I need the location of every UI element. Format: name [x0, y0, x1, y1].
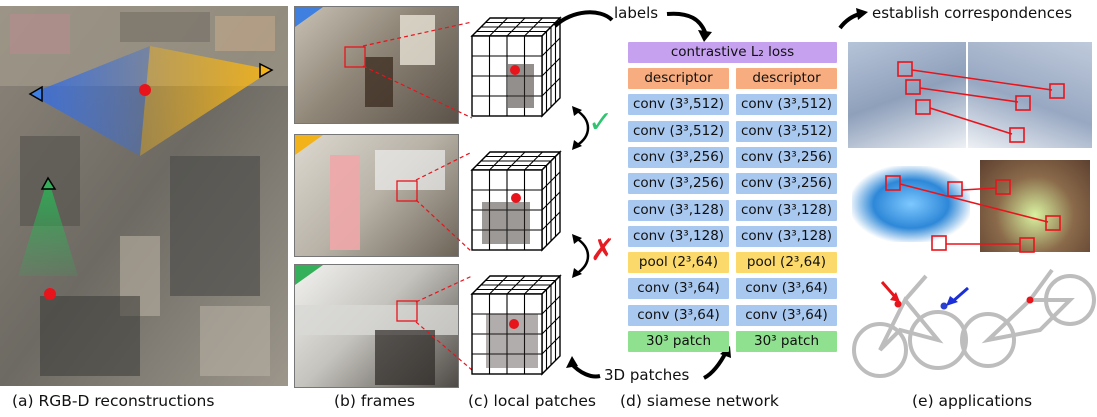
- caption-c: (c) local patches: [468, 392, 596, 410]
- caption-a: (a) RGB-D reconstructions: [12, 392, 214, 410]
- keypoint-dot: [941, 303, 948, 310]
- bicycle-left: [854, 276, 966, 376]
- bicycle-right: [962, 270, 1094, 366]
- caption-b: (b) frames: [334, 392, 415, 410]
- keypoint-dot: [1027, 297, 1034, 304]
- caption-e: (e) applications: [912, 392, 1032, 410]
- caption-d: (d) siamese network: [620, 392, 779, 410]
